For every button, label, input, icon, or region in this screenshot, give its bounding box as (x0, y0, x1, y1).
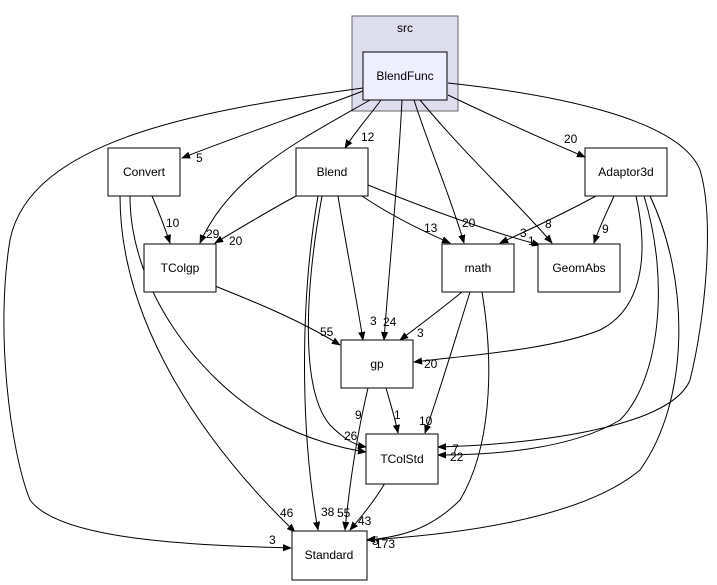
node-label: Standard (305, 548, 354, 562)
node-label: GeomAbs (552, 261, 605, 275)
edge-math-gp (399, 291, 463, 341)
edge-label: 7 (452, 442, 459, 456)
edge-blendfunc-convert (181, 90, 364, 159)
edge-label: 9 (602, 222, 609, 236)
node-tcolstd[interactable]: TColStd (365, 433, 439, 485)
edge-convert-tcolstd (129, 195, 367, 455)
edge-blend-standard (304, 195, 321, 531)
edge-adaptor3d-tcolstd (437, 195, 659, 459)
edge-label: 20 (564, 132, 578, 146)
edge-label: 55 (320, 325, 334, 339)
node-blendfunc[interactable]: BlendFunc (362, 51, 448, 101)
node-label: TColgp (161, 261, 200, 275)
edge-blendfunc-blend (344, 99, 382, 149)
edge-adaptor3d-standard (366, 195, 680, 544)
edge-tcolstd-standard (349, 482, 386, 531)
edge-blendfunc-standard (3, 87, 364, 552)
edge-label: 8 (545, 217, 552, 231)
edge-label: 173 (375, 537, 395, 551)
edge-label: 5 (196, 151, 203, 165)
edge-label: 9 (355, 408, 362, 422)
edge-blend-gp (337, 195, 366, 341)
cluster-label: src (397, 21, 413, 35)
node-label: TColStd (380, 452, 423, 466)
edge-adaptor3d-math (499, 195, 597, 244)
edge-label: 22 (450, 450, 464, 464)
edge-gp-tcolstd (385, 387, 400, 434)
edge-blendfunc-tcolgp (199, 99, 371, 244)
edge-blend-tcolgp (214, 195, 297, 244)
edge-blend-geomabs (367, 184, 541, 247)
node-label: Adaptor3d (598, 165, 653, 179)
edge-label: 38 (321, 505, 335, 519)
node-tcolgp[interactable]: TColgp (143, 243, 217, 293)
edge-convert-tcolgp (151, 195, 171, 244)
node-math[interactable]: math (441, 243, 515, 293)
node-gp[interactable]: gp (340, 339, 414, 389)
edge-adaptor3d-geomabs (593, 195, 615, 244)
node-adaptor3d[interactable]: Adaptor3d (584, 147, 668, 197)
edge-blendfunc-tcolstd (437, 82, 708, 451)
edge-label: 26 (344, 429, 358, 443)
edge-label: 24 (383, 315, 397, 329)
edge-label: 3 (417, 326, 424, 340)
edge-blend-math (361, 195, 451, 244)
edge-label: 20 (424, 357, 438, 371)
edge-label: 10 (166, 216, 180, 230)
edge-label: 3 (269, 533, 276, 547)
edge-label: 3 (370, 314, 377, 328)
edge-tcolgp-gp (214, 285, 341, 346)
edge-label: 3 (520, 226, 527, 240)
edge-label: 43 (358, 514, 372, 528)
node-geomabs[interactable]: GeomAbs (537, 243, 621, 293)
edge-gp-standard (342, 387, 369, 531)
edge-label: 55 (337, 506, 351, 520)
node-label: math (465, 261, 492, 275)
edge-blendfunc-gp (381, 99, 403, 341)
edge-label: 10 (419, 414, 433, 428)
edge-blendfunc-geomabs (419, 99, 553, 244)
edge-label: 5 (372, 534, 379, 548)
node-blend[interactable]: Blend (295, 147, 369, 197)
edge-label: 29 (206, 227, 220, 241)
edge-label: 1 (528, 234, 535, 248)
edge-math-standard (366, 291, 490, 543)
node-label: gp (370, 357, 384, 371)
edges: 5 12 20 29 24 20 8 7 3 10 26 46 (3, 82, 708, 552)
edge-label: 12 (361, 130, 375, 144)
node-standard[interactable]: Standard (291, 530, 368, 581)
edge-blendfunc-adaptor3d (447, 94, 586, 158)
edge-convert-standard (119, 195, 296, 533)
edge-adaptor3d-gp (413, 195, 643, 365)
edge-blend-tcolstd (307, 195, 367, 450)
edge-blendfunc-math (413, 99, 466, 244)
node-label: BlendFunc (376, 69, 433, 83)
edge-label: 13 (424, 221, 438, 235)
edge-math-tcolstd (424, 291, 471, 434)
edge-label: 1 (394, 408, 401, 422)
node-label: Blend (317, 165, 348, 179)
edge-label: 20 (229, 234, 243, 248)
edge-label: 46 (280, 506, 294, 520)
node-label: Convert (123, 165, 166, 179)
node-convert[interactable]: Convert (107, 147, 181, 197)
